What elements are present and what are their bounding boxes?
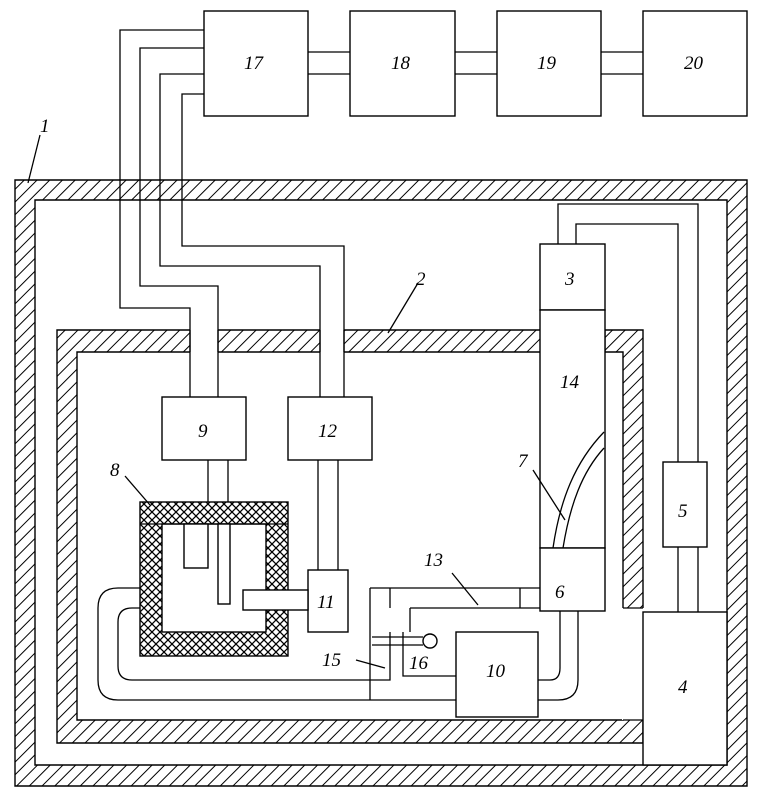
block-20 <box>642 10 748 117</box>
block-19 <box>496 10 602 117</box>
block-18 <box>349 10 456 117</box>
label-2: 2 <box>416 269 426 290</box>
label-20: 20 <box>684 53 704 74</box>
label-9: 9 <box>198 421 208 442</box>
block-12 <box>287 396 373 461</box>
block-11 <box>307 569 349 633</box>
block-10 <box>455 631 539 718</box>
block-11-arm <box>242 589 309 611</box>
label-6: 6 <box>555 582 565 603</box>
label-5: 5 <box>678 501 688 522</box>
label-13: 13 <box>424 550 443 571</box>
label-19: 19 <box>537 53 557 74</box>
label-1: 1 <box>40 116 50 137</box>
label-18: 18 <box>391 53 411 74</box>
internal-channels <box>369 587 540 700</box>
block-4 <box>642 611 728 766</box>
block-9 <box>161 396 247 461</box>
label-10: 10 <box>486 661 506 682</box>
column-3-14 <box>539 243 606 549</box>
label-8: 8 <box>110 460 120 481</box>
block-5 <box>662 461 708 548</box>
label-14: 14 <box>560 372 580 393</box>
label-3: 3 <box>564 269 575 290</box>
label-15: 15 <box>322 650 341 671</box>
block-17 <box>203 10 309 117</box>
labels: 1 2 3 4 5 6 7 8 9 10 11 12 13 14 15 16 1… <box>40 53 704 698</box>
conductor-lines <box>119 29 699 612</box>
label-17: 17 <box>244 53 265 74</box>
label-11: 11 <box>317 592 335 613</box>
crucible-8 <box>139 501 289 657</box>
probe-16 <box>372 633 438 649</box>
pipe-loops <box>97 587 579 701</box>
label-7: 7 <box>518 451 529 472</box>
label-12: 12 <box>318 421 338 442</box>
block-6 <box>539 547 606 612</box>
label-4: 4 <box>678 677 688 698</box>
label-16: 16 <box>409 653 429 674</box>
leader-lines <box>27 134 566 669</box>
